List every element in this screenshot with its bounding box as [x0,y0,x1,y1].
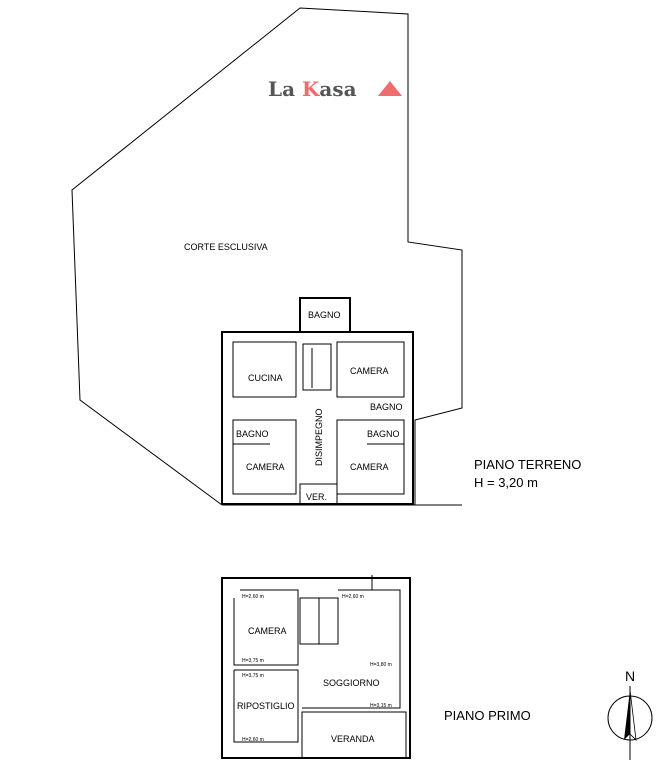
room-camera-ne: CAMERA [350,366,389,376]
room-soggiorno: SOGGIORNO [323,678,380,688]
room-ripostiglio: RIPOSTIGLIO [237,701,295,711]
height-label: H=2,60 m [242,594,264,600]
room-veranda: VERANDA [331,734,375,744]
svg-text:La Kasa: La Kasa [268,77,357,101]
room-bagno-se: BAGNO [367,429,400,439]
height-label: H=3,80 m [370,662,392,668]
ground-floor-height: H = 3,20 m [474,475,538,490]
logo-text-2: K [302,77,320,101]
north-arrow-icon: N [607,668,653,760]
room-cucina: CUCINA [248,373,283,383]
logo: La Kasa [268,77,402,101]
logo-text-3: asa [319,77,356,101]
height-label: H=2,60 m [242,737,264,743]
height-label: H=3,15 m [370,703,392,709]
room-camera: CAMERA [248,626,287,636]
yard-boundary [71,7,463,506]
room-bagno-top: BAGNO [308,310,341,320]
ground-floor: BAGNO CUCINA CAMERA BAGNO DISIMPEGNO BAG… [221,297,414,505]
first-floor: CAMERA SOGGIORNO RIPOSTIGLIO VERANDA H=2… [221,575,411,759]
room-bagno-e: BAGNO [370,402,403,412]
height-label: H=3,75 m [242,673,264,679]
room-camera-se: CAMERA [350,462,389,472]
compass-label: N [625,668,635,684]
height-label: H=2,60 m [342,594,364,600]
room-ver: VER. [306,492,327,502]
yard-label: CORTE ESCLUSIVA [184,242,268,252]
room-bagno-sw: BAGNO [236,429,269,439]
room-disimpegno: DISIMPEGNO [314,408,324,466]
logo-text-1: La [268,77,302,101]
height-label: H=3,75 m [242,658,264,664]
room-camera-sw: CAMERA [246,462,285,472]
logo-triangle-icon [378,81,402,96]
ground-floor-title: PIANO TERRENO [474,457,581,472]
first-floor-title: PIANO PRIMO [444,708,531,723]
